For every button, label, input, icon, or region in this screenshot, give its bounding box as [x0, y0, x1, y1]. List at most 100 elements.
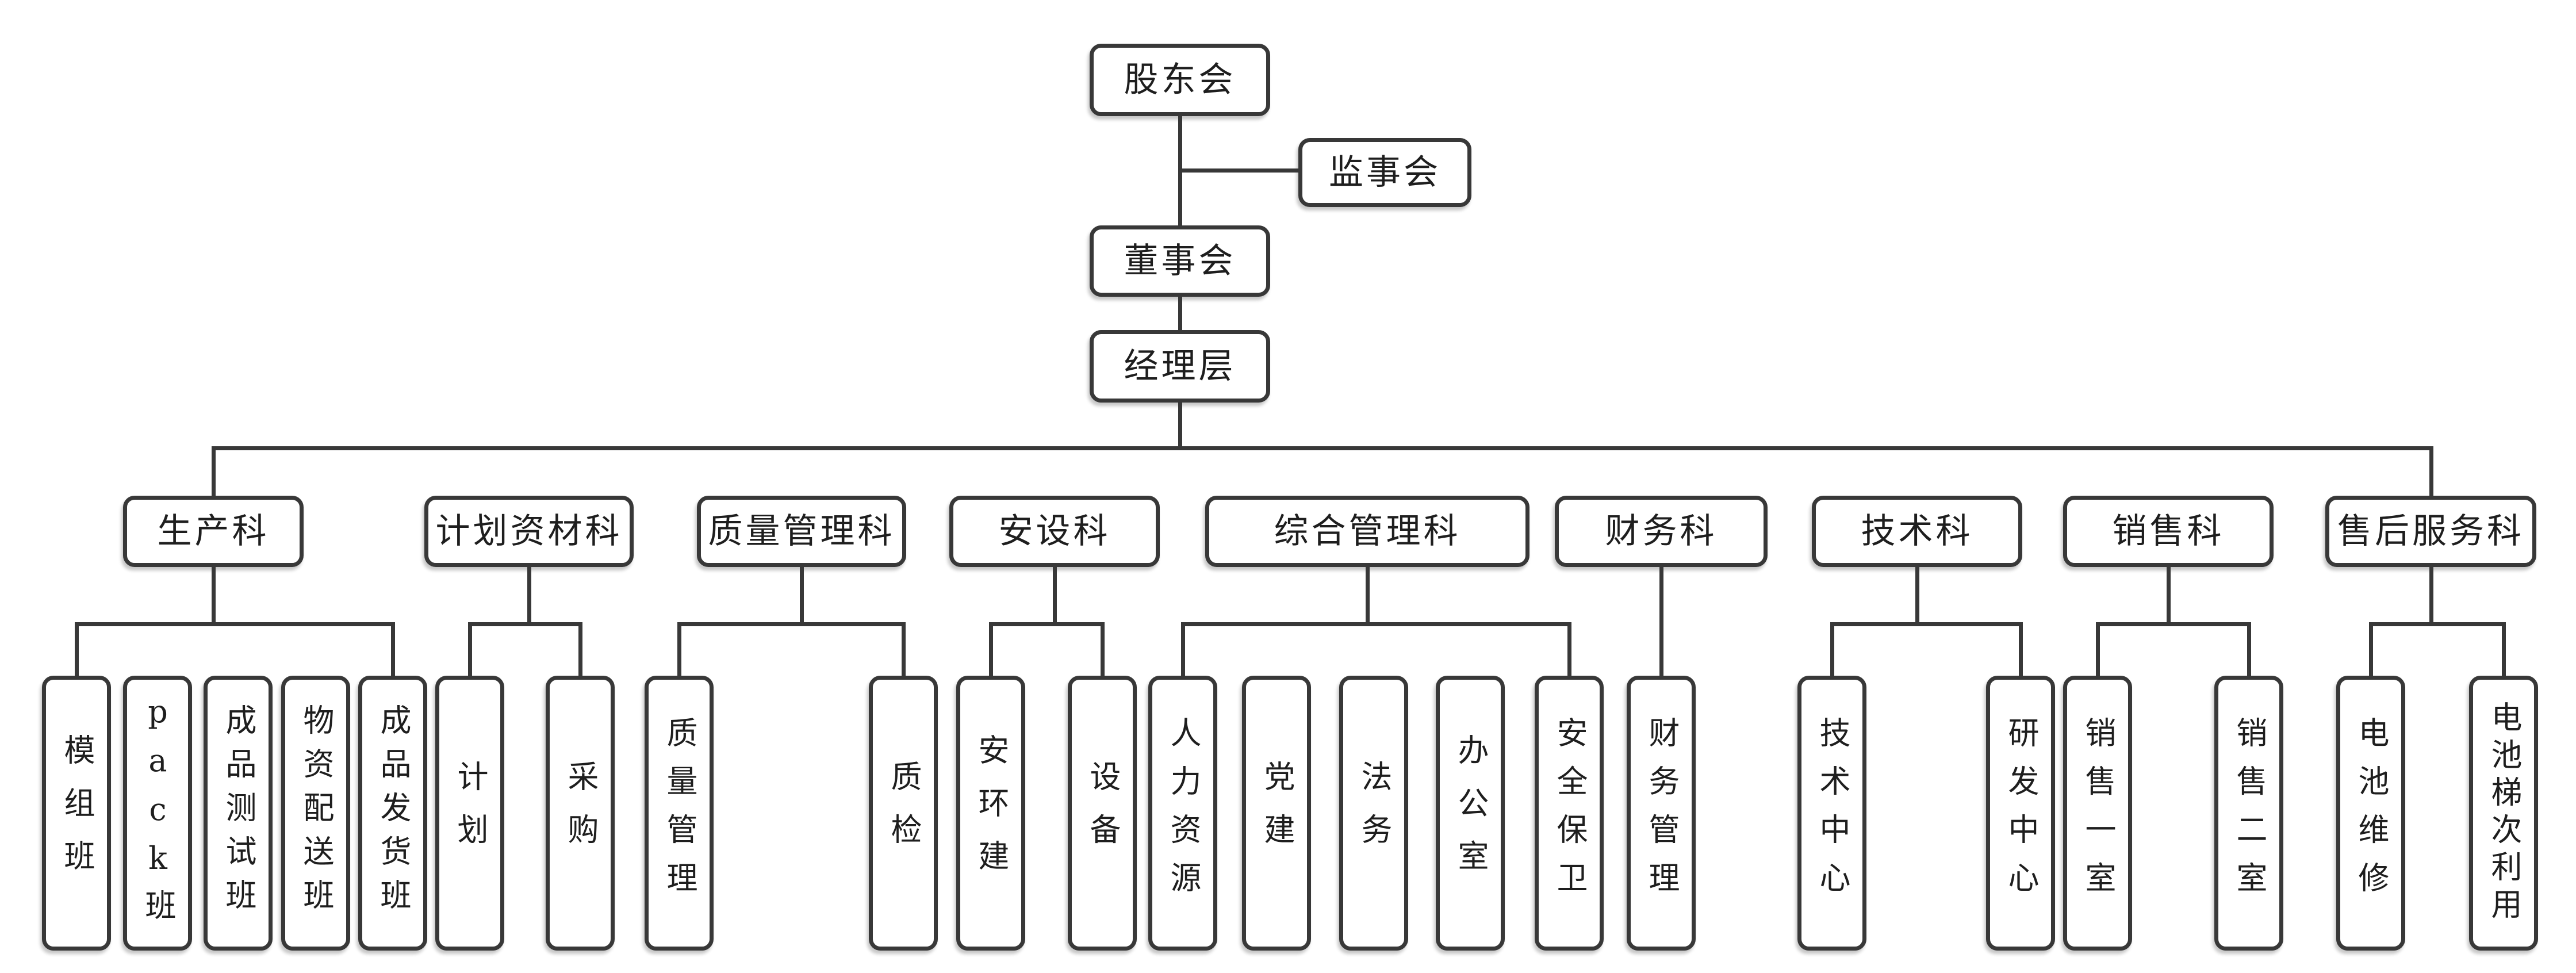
node-material-distribution-team: 物资配送班	[281, 676, 350, 951]
node-human-resources: 人力资源	[1148, 676, 1217, 951]
node-security: 安全保卫	[1535, 676, 1604, 951]
node-label: 技术中心	[1814, 717, 1850, 910]
node-label: 销售二室	[2231, 717, 2267, 910]
node-safety-env-construction: 安环建	[956, 676, 1025, 951]
connector-stub-quality-management	[800, 567, 804, 622]
node-procurement: 采购	[546, 676, 615, 951]
connector-stub-general-management	[1366, 567, 1370, 622]
connector-stub-safety-equipment	[1053, 567, 1057, 622]
node-label: 监事会	[1329, 152, 1441, 193]
node-dept-planning-materials: 计划资材科	[424, 496, 634, 567]
connector-rail-quality-management	[677, 622, 906, 626]
node-label: 安环建	[973, 734, 1009, 892]
node-board-of-directors: 董事会	[1090, 225, 1270, 297]
connector-trunk-management-rail	[1178, 403, 1182, 446]
connector-drop	[677, 622, 681, 676]
node-label: 财务科	[1605, 511, 1718, 551]
node-financial-management: 财务管理	[1627, 676, 1696, 951]
node-quality-inspection: 质检	[869, 676, 938, 951]
connector-drop	[1181, 622, 1185, 676]
connector-main-rail-drop-right	[2429, 446, 2433, 496]
node-dept-sales: 销售科	[2063, 496, 2274, 567]
connector-stub-finance	[1659, 567, 1663, 676]
node-technology-center: 技术中心	[1797, 676, 1866, 951]
node-label: 技术科	[1861, 511, 1973, 551]
node-label: 质量管理科	[708, 511, 895, 551]
connector-drop	[1567, 622, 1571, 676]
node-label: 综合管理科	[1274, 511, 1461, 551]
node-label: 办公室	[1452, 734, 1489, 892]
node-planning: 计划	[435, 676, 504, 951]
node-dept-safety-equipment: 安设科	[949, 496, 1160, 567]
node-finished-product-testing-team: 成品测试班	[204, 676, 273, 951]
connector-drop	[1101, 622, 1105, 676]
connector-drop	[902, 622, 906, 676]
node-dept-after-sales: 售后服务科	[2325, 496, 2536, 567]
node-battery-repair: 电池维修	[2336, 676, 2405, 951]
node-label: 计划	[452, 760, 488, 866]
connector-drop	[2096, 622, 2100, 676]
node-label: 设备	[1084, 760, 1121, 866]
node-shareholders-meeting: 股东会	[1090, 44, 1270, 116]
node-equipment: 设备	[1068, 676, 1137, 951]
node-label: 采购	[562, 760, 599, 866]
node-legal-affairs: 法务	[1339, 676, 1408, 951]
node-label: 计划资材科	[435, 511, 623, 551]
node-label: 质检	[885, 760, 922, 866]
node-finished-product-shipping-team: 成品发货班	[358, 676, 427, 951]
node-party-building: 党建	[1242, 676, 1311, 951]
node-label: 经理层	[1124, 346, 1236, 386]
node-dept-general-management: 综合管理科	[1205, 496, 1529, 567]
connector-trunk-board-management	[1178, 297, 1182, 330]
node-label: 销售一室	[2080, 717, 2116, 910]
node-label: 成品测试班	[220, 704, 256, 922]
connector-drop	[2502, 622, 2506, 676]
connector-main-rail	[212, 446, 2433, 450]
connector-drop	[2019, 622, 2023, 676]
node-label: 安全保卫	[1551, 717, 1588, 910]
connector-drop	[989, 622, 993, 676]
connector-rail-technology	[1830, 622, 2023, 626]
node-dept-quality-management: 质量管理科	[697, 496, 906, 567]
node-label: 模组班	[59, 734, 95, 892]
connector-main-rail-drop-left	[212, 446, 216, 496]
node-label: 董事会	[1124, 241, 1236, 281]
connector-rail-safety-equipment	[989, 622, 1105, 626]
node-label: 电池梯次利用	[2486, 701, 2522, 925]
node-label: 法务	[1356, 760, 1392, 866]
node-rd-center: 研发中心	[1986, 676, 2055, 951]
node-label: 人力资源	[1165, 717, 1201, 910]
node-label: 质量管理	[661, 717, 697, 910]
connector-drop	[391, 622, 395, 676]
node-dept-technology: 技术科	[1812, 496, 2022, 567]
node-pack-team: pack班	[123, 676, 192, 951]
node-office: 办公室	[1436, 676, 1505, 951]
connector-rail-after-sales	[2369, 622, 2506, 626]
node-label: 党建	[1259, 760, 1295, 866]
node-quality-management-unit: 质量管理	[645, 676, 714, 951]
connector-drop	[578, 622, 582, 676]
node-label: 电池维修	[2353, 717, 2389, 910]
node-label: 安设科	[998, 511, 1111, 551]
connector-rail-production	[75, 622, 395, 626]
node-label: 物资配送班	[298, 704, 334, 922]
node-label: 财务管理	[1643, 717, 1680, 910]
node-sales-office-2: 销售二室	[2214, 676, 2283, 951]
node-management-team: 经理层	[1090, 330, 1270, 403]
node-label: pack班	[140, 694, 176, 933]
connector-stub-technology	[1915, 567, 1919, 622]
node-module-team: 模组班	[42, 676, 111, 951]
node-label: 股东会	[1124, 60, 1236, 100]
connector-drop	[2247, 622, 2251, 676]
node-dept-finance: 财务科	[1555, 496, 1768, 567]
node-label: 售后服务科	[2337, 511, 2524, 551]
connector-rail-planning-materials	[468, 622, 582, 626]
connector-rail-sales	[2096, 622, 2251, 626]
connector-stub-planning-materials	[527, 567, 531, 622]
connector-stub-production	[212, 567, 216, 622]
node-label: 研发中心	[2003, 717, 2039, 910]
node-dept-production: 生产科	[123, 496, 304, 567]
connector-stub-after-sales	[2429, 567, 2433, 622]
node-label: 成品发货班	[375, 704, 411, 922]
